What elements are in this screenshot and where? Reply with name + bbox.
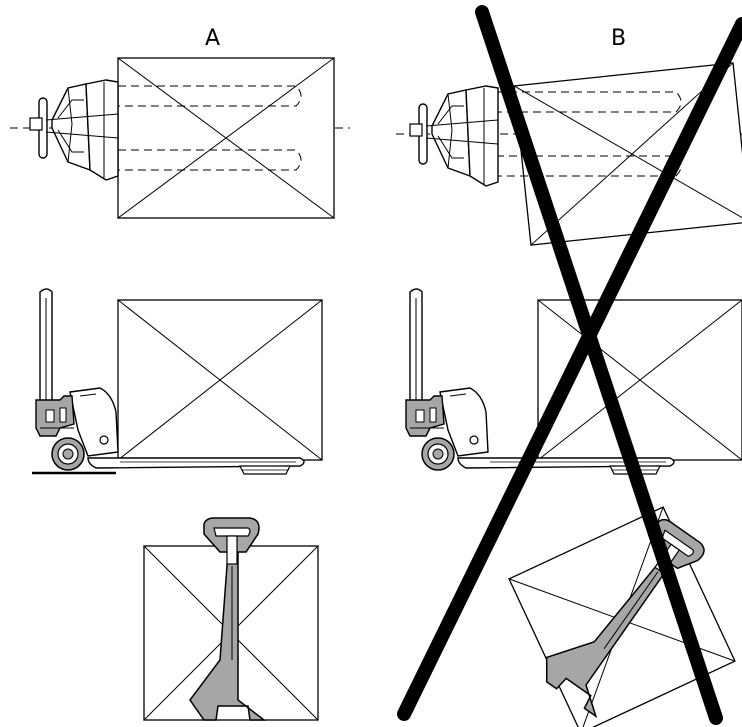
- load-box-b-top: [513, 62, 742, 246]
- forks-a-top: [118, 85, 302, 171]
- column-label-a: A: [205, 26, 221, 51]
- load-box-a-mid: [117, 299, 323, 461]
- prohibition-cross-mark: [397, 5, 742, 725]
- column-label-b: B: [611, 26, 627, 51]
- truck-top-b: [409, 85, 499, 187]
- truck-top-a: [29, 79, 119, 181]
- forks-b-top: [496, 91, 682, 177]
- load-box-a-top: [117, 57, 335, 219]
